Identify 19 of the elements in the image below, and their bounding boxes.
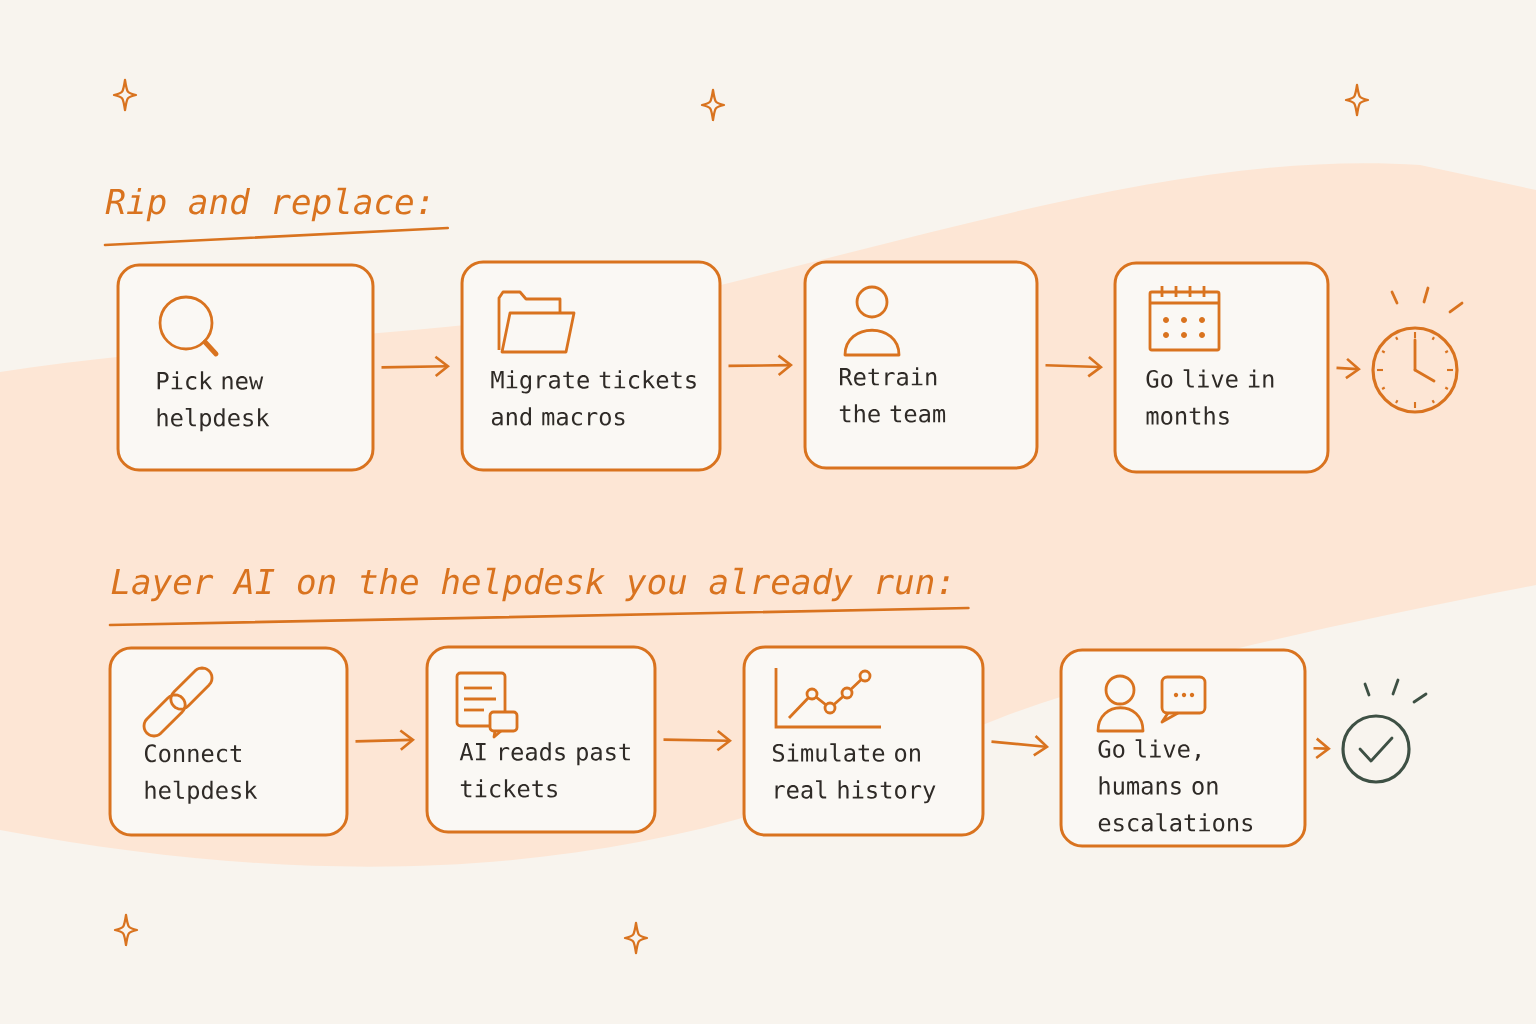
step-box: Go live, humans on escalations xyxy=(1059,648,1307,848)
heading: Layer AI on the helpdesk you already run: xyxy=(111,567,949,602)
step-box: Connect helpdesk xyxy=(108,646,349,837)
arrow xyxy=(728,354,793,376)
arrow xyxy=(991,735,1050,757)
check-circle-icon xyxy=(1341,678,1428,784)
arrow xyxy=(663,729,732,752)
step-box: Go live in months xyxy=(1113,261,1330,474)
step-box: Migrate tickets and macros xyxy=(460,260,722,472)
arrow xyxy=(355,729,415,751)
arrow xyxy=(1336,357,1361,380)
heading: Rip and replace: xyxy=(105,187,429,222)
arrow xyxy=(1045,356,1103,378)
arrow xyxy=(381,355,450,378)
step-box: Retrain the team xyxy=(803,260,1039,470)
step-box: Pick new helpdesk xyxy=(116,263,375,472)
clock-icon xyxy=(1371,286,1464,414)
step-box: Simulate on real history xyxy=(742,645,985,837)
step-box: AI reads past tickets xyxy=(425,645,657,834)
